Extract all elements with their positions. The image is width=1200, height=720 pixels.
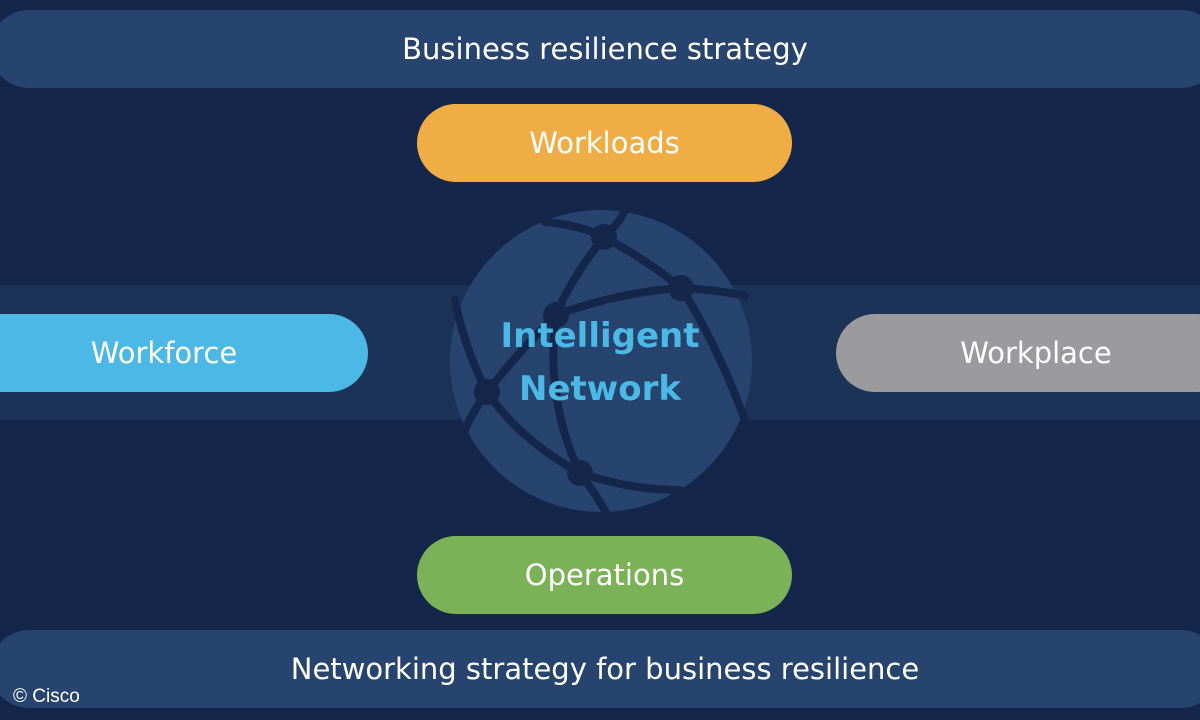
copyright-notice: © Cisco — [13, 686, 80, 707]
operations-pill: Operations — [417, 536, 792, 614]
band-label: Business resilience strategy — [402, 32, 808, 66]
intelligent-network-label: Intelligent Network — [450, 310, 750, 416]
workplace-pill: Workplace — [836, 314, 1200, 392]
band-label: Networking strategy for business resilie… — [290, 652, 920, 686]
center-line-1: Intelligent — [500, 316, 700, 356]
networking-strategy-band: Networking strategy for business resilie… — [0, 630, 1200, 708]
workforce-pill: Workforce — [0, 314, 368, 392]
business-resilience-strategy-band: Business resilience strategy — [0, 10, 1200, 88]
globe-icon — [450, 206, 752, 520]
workloads-pill: Workloads — [417, 104, 792, 182]
center-line-2: Network — [519, 369, 681, 409]
